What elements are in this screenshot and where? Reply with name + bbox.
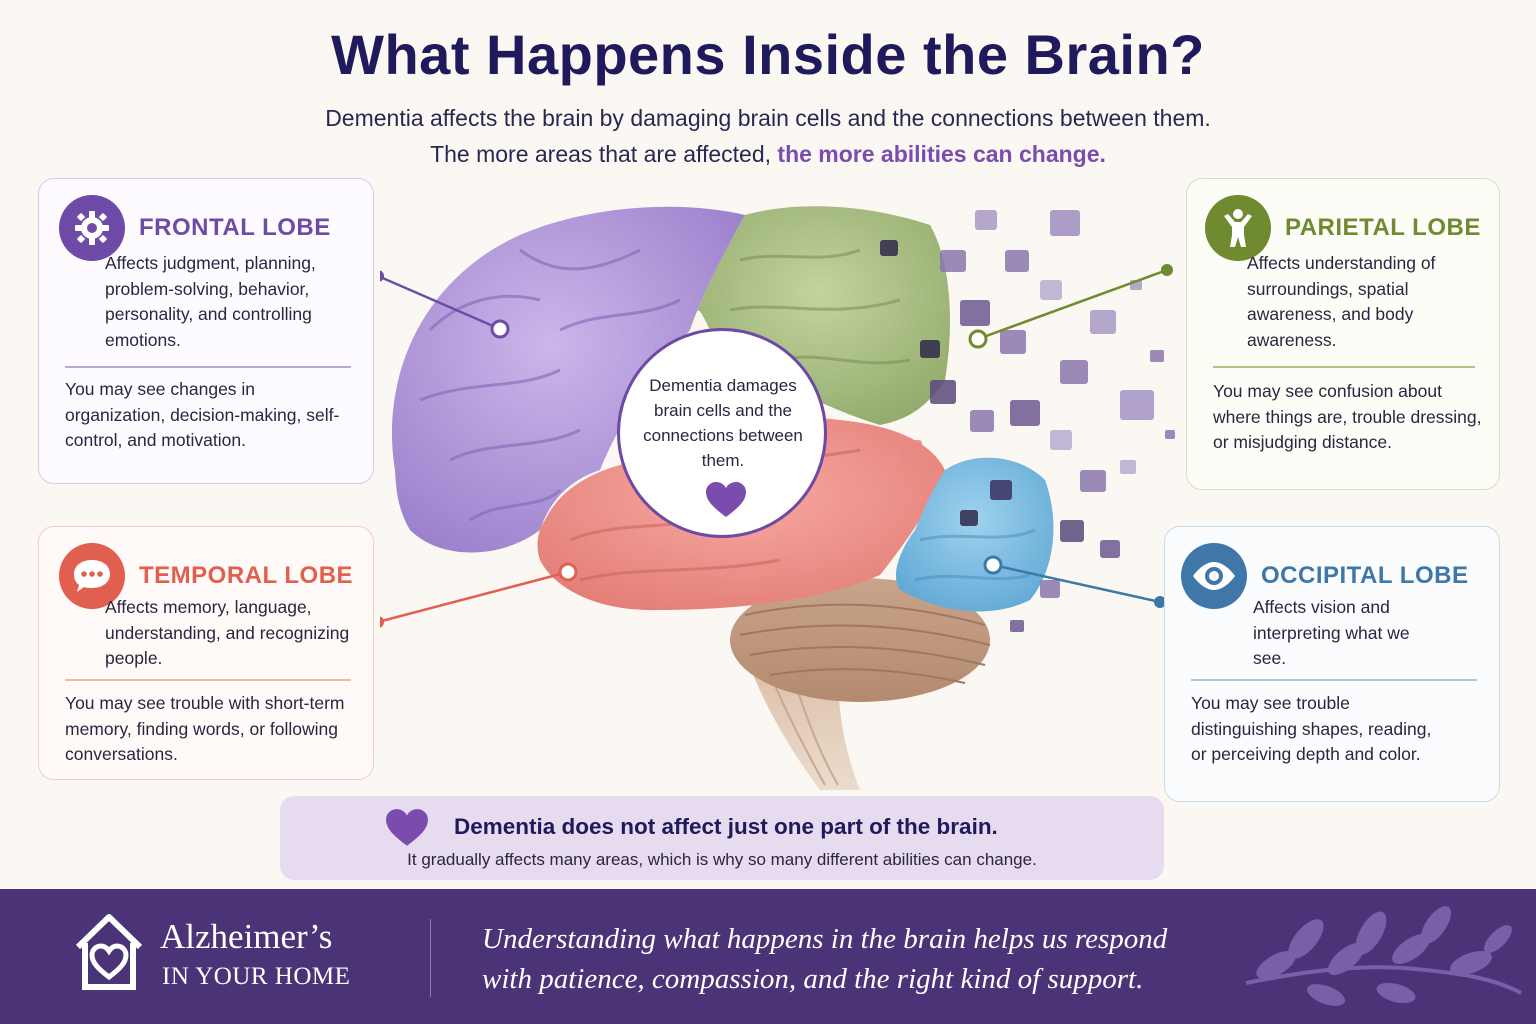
frontal-lobe-card: FRONTAL LOBE Affects judgment, planning,…	[38, 178, 374, 484]
parietal-divider	[1213, 366, 1475, 368]
puzzle-pieces-scatter	[880, 210, 1175, 632]
occipital-lobe-description: Affects vision and interpreting what we …	[1253, 597, 1410, 668]
page-subtitle: Dementia affects the brain by damaging b…	[0, 100, 1536, 172]
speech-bubble-icon	[59, 543, 125, 609]
callout-main-text: Dementia does not affect just one part o…	[454, 814, 998, 839]
temporal-lobe-signs: You may see trouble with short-term memo…	[65, 693, 345, 764]
heart-icon	[386, 809, 428, 846]
subtitle-plain: The more areas that are affected,	[430, 141, 772, 167]
frontal-divider	[65, 366, 351, 368]
occipital-lobe-region	[895, 457, 1054, 612]
frontal-lobe-signs: You may see changes in organization, dec…	[65, 379, 340, 450]
key-message-callout: Dementia does not affect just one part o…	[280, 796, 1164, 880]
leaf-branch-icon	[1245, 906, 1522, 1006]
connector-lines	[380, 268, 1168, 623]
occipital-lobe-card: OCCIPITAL LOBE Affects vision and interp…	[1164, 526, 1500, 802]
person-icon	[1205, 195, 1271, 261]
occipital-lobe-header: OCCIPITAL LOBE	[1181, 543, 1468, 609]
heart-icon	[706, 482, 746, 517]
occipital-divider	[1191, 679, 1477, 681]
temporal-lobe-title: TEMPORAL LOBE	[139, 562, 354, 589]
parietal-lobe-header: PARIETAL LOBE	[1205, 195, 1481, 261]
occipital-lobe-signs: You may see trouble distinguishing shape…	[1191, 693, 1432, 764]
page-title: What Happens Inside the Brain?	[331, 23, 1205, 86]
frontal-lobe-description: Affects judgment, planning, problem-solv…	[105, 253, 316, 350]
parietal-lobe-signs: You may see confusion about where things…	[1213, 381, 1482, 452]
subtitle-accent: the more abilities can change.	[777, 141, 1106, 167]
footer-divider	[430, 919, 431, 997]
brand-name: Alzheimer’s	[160, 917, 333, 956]
parietal-lobe-region	[690, 206, 950, 425]
parietal-lobe-card: PARIETAL LOBE Affects understanding of s…	[1186, 178, 1500, 490]
footer-quote: Understanding what happens in the brain …	[482, 919, 1167, 999]
frontal-lobe-title: FRONTAL LOBE	[139, 214, 331, 241]
frontal-lobe-region	[391, 206, 745, 553]
temporal-lobe-header: TEMPORAL LOBE	[59, 543, 353, 609]
subtitle-line-1: Dementia affects the brain by damaging b…	[325, 105, 1211, 131]
center-message-text: Dementia damages brain cells and the con…	[643, 376, 803, 470]
temporal-lobe-card: TEMPORAL LOBE Affects memory, language, …	[38, 526, 374, 780]
footer-quote-line-2: with patience, compassion, and the right…	[482, 963, 1144, 995]
parietal-lobe-title: PARIETAL LOBE	[1285, 214, 1481, 241]
subtitle-line-2: The more areas that are affected, the mo…	[0, 136, 1536, 172]
footer-quote-line-1: Understanding what happens in the brain …	[482, 923, 1168, 955]
footer-banner: Alzheimer’s IN YOUR HOME Understanding w…	[0, 889, 1536, 1024]
cerebellum	[730, 578, 991, 702]
temporal-divider	[65, 679, 351, 681]
center-message-circle: Dementia damages brain cells and the con…	[617, 328, 827, 538]
house-heart-logo-icon	[75, 914, 143, 990]
brand-tagline: IN YOUR HOME	[162, 963, 351, 990]
callout-sub-text: It gradually affects many areas, which i…	[407, 850, 1037, 869]
occipital-lobe-title: OCCIPITAL LOBE	[1261, 562, 1469, 589]
parietal-lobe-description: Affects understanding of surroundings, s…	[1247, 253, 1436, 350]
brain-gear-icon	[59, 195, 125, 261]
temporal-lobe-description: Affects memory, language, understanding,…	[105, 597, 350, 668]
eye-icon	[1181, 543, 1247, 609]
connector-dots	[380, 264, 1173, 628]
brain-illustration	[380, 206, 1175, 790]
frontal-lobe-header: FRONTAL LOBE	[59, 195, 331, 261]
